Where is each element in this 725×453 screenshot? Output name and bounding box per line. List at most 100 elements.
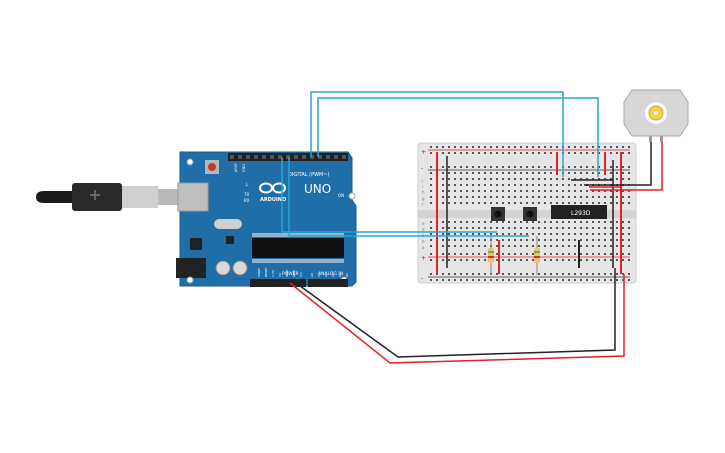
breadboard-hole <box>544 184 546 186</box>
breadboard-hole <box>586 190 588 192</box>
breadboard-hole <box>616 253 618 255</box>
resistor[interactable] <box>534 236 540 275</box>
breadboard-hole <box>460 279 462 281</box>
breadboard-hole <box>460 253 462 255</box>
breadboard-hole <box>532 239 534 241</box>
breadboard-hole <box>466 273 468 275</box>
breadboard-hole <box>544 259 546 261</box>
breadboard-hole <box>430 190 432 192</box>
breadboard-hole <box>520 146 522 148</box>
breadboard-hole <box>502 221 504 223</box>
breadboard-hole <box>568 245 570 247</box>
arduino-uno-board[interactable]: DIGITAL (PWM~) UNO ARDUINO ON L TX RX PO… <box>176 151 357 287</box>
breadboard-hole <box>466 239 468 241</box>
dc-motor[interactable] <box>623 89 689 142</box>
breadboard-hole <box>586 273 588 275</box>
power-header-label: POWER <box>282 271 299 277</box>
breadboard-hole <box>502 202 504 204</box>
breadboard-hole <box>622 196 624 198</box>
analog-pin-label: A3 <box>331 273 335 277</box>
breadboard-hole <box>466 227 468 229</box>
l293d-driver-chip[interactable]: L293D <box>551 205 607 219</box>
breadboard-hole <box>478 172 480 174</box>
breadboard-hole <box>604 259 606 261</box>
row-letter: e <box>422 221 425 226</box>
breadboard-hole <box>448 202 450 204</box>
breadboard-hole <box>550 146 552 148</box>
breadboard-hole <box>502 239 504 241</box>
breadboard-hole <box>550 221 552 223</box>
breadboard-hole <box>442 253 444 255</box>
breadboard-hole <box>514 178 516 180</box>
breadboard-hole <box>490 202 492 204</box>
breadboard-hole <box>604 279 606 281</box>
breadboard-hole <box>484 146 486 148</box>
breadboard-hole <box>448 178 450 180</box>
breadboard-hole <box>568 190 570 192</box>
breadboard-hole <box>586 259 588 261</box>
breadboard-hole <box>598 239 600 241</box>
breadboard-hole <box>466 184 468 186</box>
breadboard-hole <box>496 202 498 204</box>
breadboard-hole <box>502 259 504 261</box>
breadboard-hole <box>610 221 612 223</box>
row-letter: h <box>422 190 425 195</box>
breadboard-hole <box>532 178 534 180</box>
breadboard-hole <box>616 172 618 174</box>
breadboard-hole <box>514 273 516 275</box>
breadboard-hole <box>526 172 528 174</box>
breadboard-hole <box>598 227 600 229</box>
power-header[interactable] <box>250 279 306 287</box>
breadboard-hole <box>586 279 588 281</box>
push-button[interactable] <box>491 207 505 221</box>
breadboard-hole <box>544 233 546 235</box>
breadboard-hole <box>520 221 522 223</box>
arduino-logo <box>259 182 286 194</box>
breadboard-hole <box>556 221 558 223</box>
power-pin-label: 5V <box>278 272 282 277</box>
breadboard-hole <box>430 221 432 223</box>
breadboard-hole <box>550 184 552 186</box>
breadboard-hole <box>478 202 480 204</box>
breadboard-hole <box>472 239 474 241</box>
breadboard-hole <box>628 166 630 168</box>
breadboard-hole <box>628 178 630 180</box>
resistor[interactable] <box>488 236 494 275</box>
usb-cable[interactable] <box>36 183 178 211</box>
breadboard-hole <box>490 146 492 148</box>
breadboard-hole <box>430 245 432 247</box>
breadboard-hole <box>598 166 600 168</box>
breadboard-hole <box>442 178 444 180</box>
breadboard-hole <box>454 196 456 198</box>
power-pin-label: GND <box>292 269 296 277</box>
wire-signal <box>281 157 497 233</box>
breadboard-hole <box>478 253 480 255</box>
breadboard-hole <box>508 202 510 204</box>
breadboard-hole <box>592 166 594 168</box>
breadboard-hole <box>448 196 450 198</box>
breadboard-hole <box>466 279 468 281</box>
breadboard-hole <box>568 239 570 241</box>
breadboard-hole <box>442 146 444 148</box>
reset-button[interactable] <box>208 163 216 171</box>
breadboard-hole <box>610 202 612 204</box>
push-button[interactable] <box>523 207 537 221</box>
analog-header[interactable] <box>308 279 348 287</box>
breadboard-hole <box>508 196 510 198</box>
breadboard-hole <box>478 239 480 241</box>
breadboard-hole <box>514 233 516 235</box>
breadboard-hole <box>598 146 600 148</box>
breadboard-hole <box>550 190 552 192</box>
breadboard-hole <box>574 196 576 198</box>
breadboard-hole <box>574 227 576 229</box>
breadboard-hole <box>544 227 546 229</box>
breadboard-hole <box>568 202 570 204</box>
breadboard-hole <box>466 253 468 255</box>
breadboard-hole <box>532 202 534 204</box>
breadboard-hole <box>484 227 486 229</box>
breadboard-hole <box>430 146 432 148</box>
breadboard-hole <box>628 245 630 247</box>
breadboard-hole <box>430 166 432 168</box>
breadboard-hole <box>448 259 450 261</box>
breadboard-hole <box>490 221 492 223</box>
